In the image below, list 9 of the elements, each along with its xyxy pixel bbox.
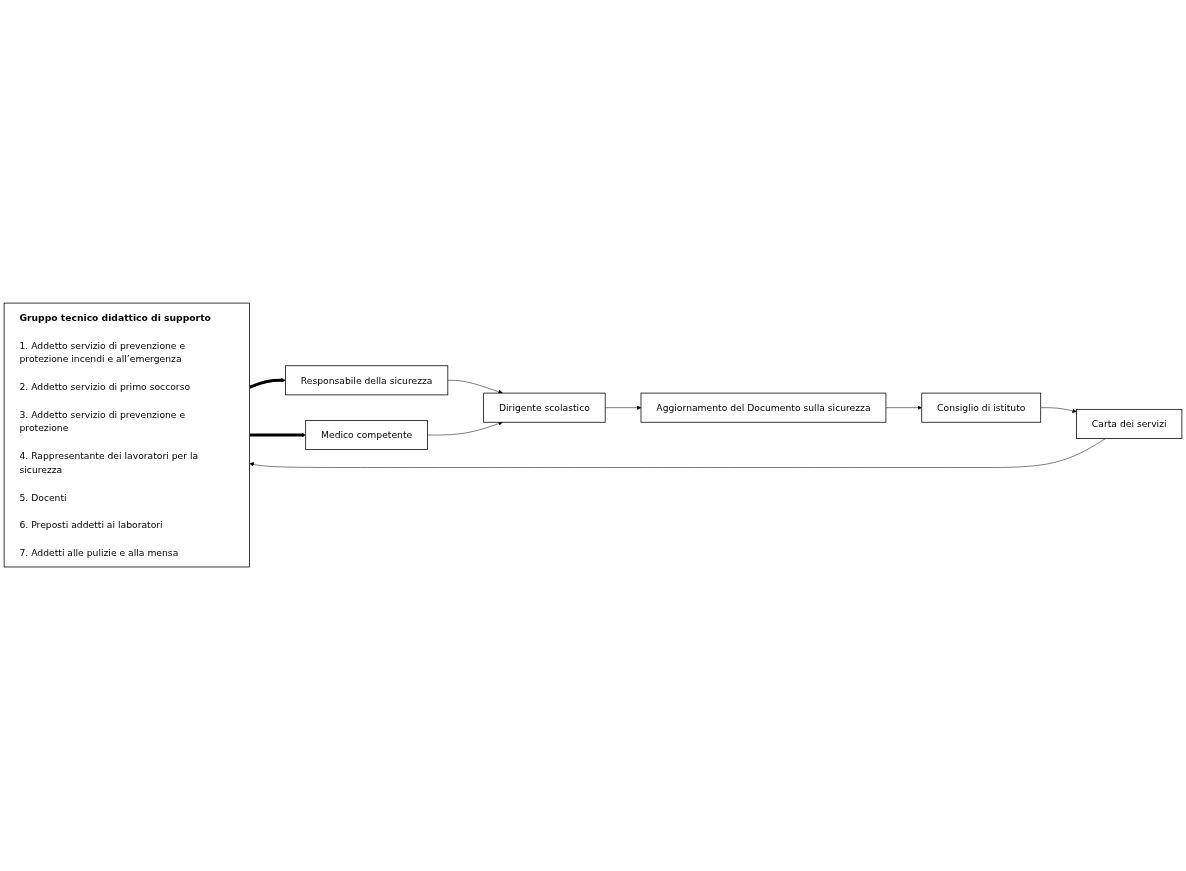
node-box: Dirigente scolastico xyxy=(483,393,606,424)
node-box: Responsabile della sicurezza xyxy=(285,365,449,396)
node-box: Consiglio di istituto xyxy=(921,393,1042,424)
node-box: Gruppo tecnico didattico di supporto 1. Addetto servizio di prevenzione e protezione incendi e all’emergenza 2. Addetto servizio di primo soccorso 3. Addetto servizio di prevenzione e protezione 4. Rappresentante dei lavoratori per la sicurezza 5. Docenti 6. Preposti addetti ai laboratori 7. Addetti alle pulizie e alla mensa xyxy=(3,303,250,568)
node-box: Aggiornamento del Documento sulla sicurezza xyxy=(640,393,887,424)
node-box: Medico competente xyxy=(305,420,428,451)
arrow xyxy=(249,378,286,390)
arrow xyxy=(249,433,306,438)
node-box: Carta dei servizi xyxy=(1076,409,1183,440)
